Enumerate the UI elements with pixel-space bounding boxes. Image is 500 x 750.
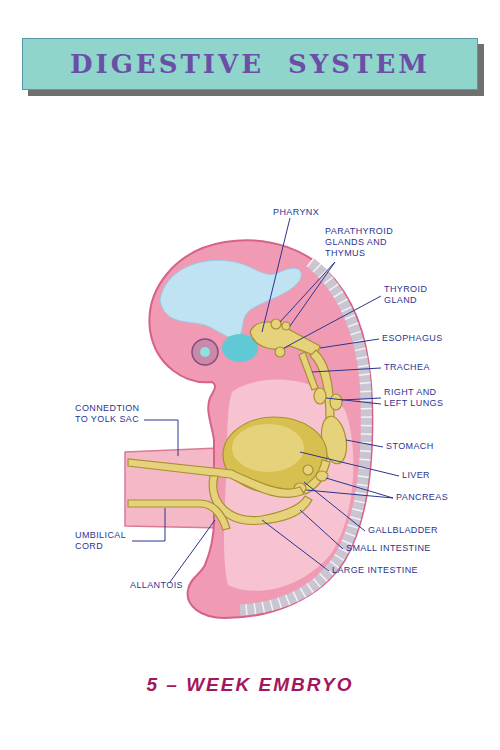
brain <box>160 260 301 365</box>
part-label: TRACHEA <box>384 362 430 373</box>
part-label: RIGHT AND LEFT LUNGS <box>384 387 452 409</box>
part-label: SMALL INTESTINE <box>346 543 431 554</box>
gut-part <box>271 319 281 329</box>
title-text: DIGESTIVE SYSTEM <box>70 49 430 79</box>
part-label: CONNEDTION TO YOLK SAC <box>75 403 143 425</box>
leader-lines-part <box>304 482 365 531</box>
leader-lines-part <box>280 262 335 322</box>
embryo-body <box>149 240 372 618</box>
title-banner: DIGESTIVE SYSTEM <box>22 38 478 90</box>
leader-lines-part <box>300 452 399 476</box>
part-label: LIVER <box>402 470 430 481</box>
gut-part <box>299 352 318 390</box>
part-label: ALLANTOIS <box>130 580 183 591</box>
part-label: STOMACH <box>386 441 434 452</box>
part-label: PARATHYROID GLANDS AND THYMUS <box>325 226 400 259</box>
brain-part <box>200 347 210 357</box>
part-label: GALLBLADDER <box>368 525 438 536</box>
leader-lines-part <box>262 520 329 571</box>
embryo-body-part <box>149 240 372 618</box>
gut-part <box>275 347 285 357</box>
leader-lines-part <box>284 296 381 348</box>
part-label: PANCREAS <box>396 492 448 503</box>
gut-part <box>330 394 342 410</box>
part-label: PHARYNX <box>273 207 319 218</box>
gut-part <box>303 465 313 475</box>
leader-lines-part <box>326 398 381 404</box>
brain-part <box>192 339 218 365</box>
leader-lines-part <box>300 510 343 549</box>
gut-part <box>316 471 328 481</box>
gut-part <box>282 322 290 330</box>
leader-lines <box>132 218 399 582</box>
leader-lines-part <box>170 520 215 582</box>
leader-lines-part <box>144 420 178 456</box>
leader-lines-part <box>342 398 381 400</box>
caption-text: 5 – WEEK EMBRYO <box>0 674 500 696</box>
gut-part <box>232 424 304 472</box>
leader-lines-part <box>262 218 290 332</box>
gut <box>128 319 350 530</box>
part-label: LARGE INTESTINE <box>332 565 418 576</box>
gut-part <box>128 500 230 530</box>
leader-lines-part <box>312 368 381 372</box>
part-label: THYROID GLAND <box>384 284 434 306</box>
part-label: UMBILICAL CORD <box>75 530 130 552</box>
part-label: ESOPHAGUS <box>382 333 443 344</box>
brain-part <box>160 260 301 338</box>
leader-lines-part <box>132 508 165 541</box>
leader-lines-part <box>346 440 383 447</box>
leader-lines-part <box>320 339 379 348</box>
gut-part <box>314 388 326 404</box>
gut-part <box>250 322 320 356</box>
leader-lines-part <box>290 262 335 326</box>
